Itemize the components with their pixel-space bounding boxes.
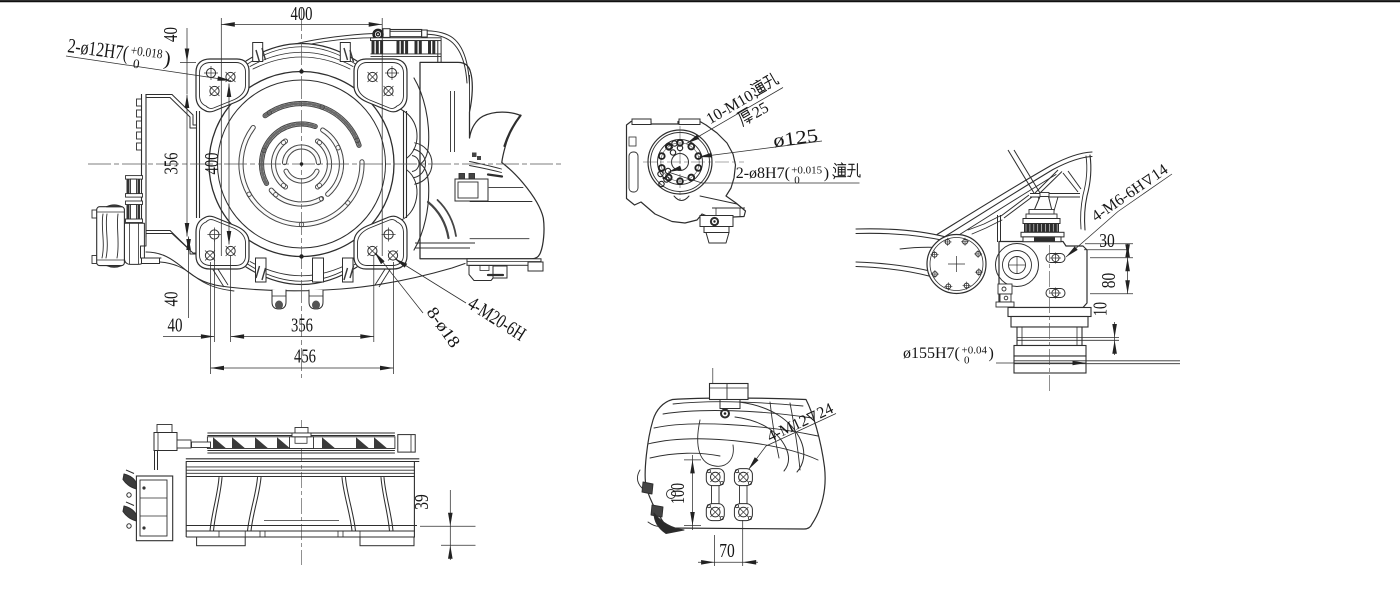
svg-text:): )	[989, 345, 994, 362]
svg-text:0: 0	[794, 174, 800, 186]
svg-text:40: 40	[168, 315, 183, 337]
svg-text:0: 0	[132, 56, 140, 72]
svg-text:): )	[824, 165, 829, 182]
svg-text:456: 456	[294, 346, 316, 368]
svg-text:14: 14	[1148, 161, 1171, 184]
svg-text:40: 40	[161, 292, 183, 307]
svg-text:356: 356	[291, 315, 313, 337]
svg-text:40: 40	[160, 27, 182, 42]
svg-text:400: 400	[291, 3, 313, 25]
svg-text:356: 356	[161, 153, 183, 175]
svg-text:400: 400	[201, 153, 223, 175]
svg-text:30: 30	[1099, 230, 1115, 252]
svg-text:80: 80	[1098, 273, 1120, 289]
svg-text:24: 24	[814, 400, 836, 422]
svg-text:ø155H7(: ø155H7(	[903, 345, 960, 362]
svg-text:25: 25	[749, 99, 771, 122]
svg-text:+0.015: +0.015	[791, 164, 822, 176]
svg-text:2-ø8H7(: 2-ø8H7(	[736, 165, 790, 182]
svg-text:+0.018: +0.018	[130, 42, 164, 61]
svg-text:+0.04: +0.04	[962, 345, 988, 357]
svg-text:70: 70	[719, 540, 735, 562]
svg-text:39: 39	[411, 494, 433, 510]
svg-text:): )	[163, 48, 173, 71]
svg-text:10: 10	[1090, 302, 1112, 316]
svg-text:0: 0	[964, 355, 970, 367]
svg-text:100: 100	[667, 483, 689, 504]
